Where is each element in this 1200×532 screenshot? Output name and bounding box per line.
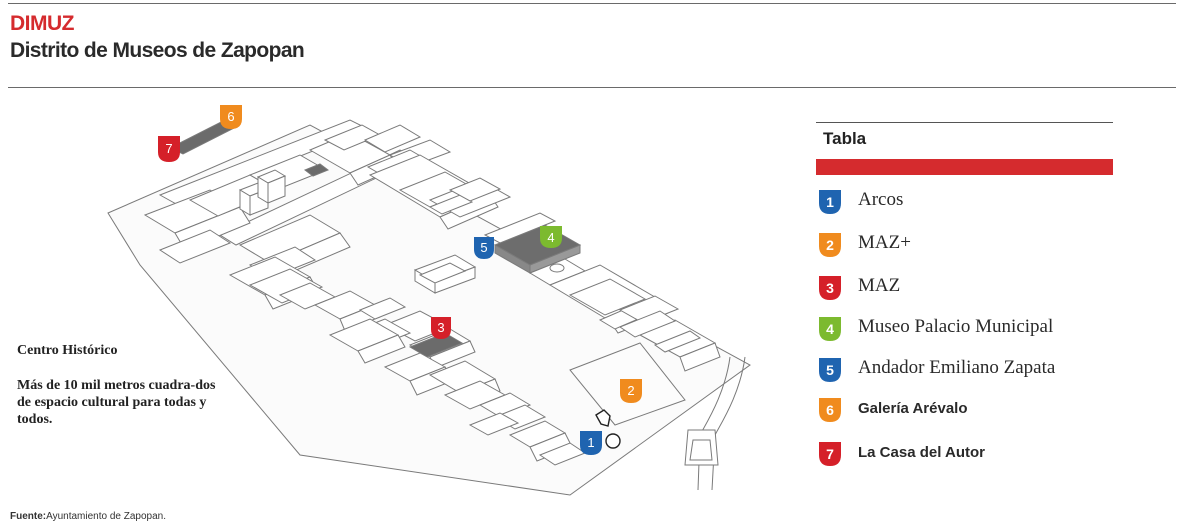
legend-top-rule (816, 122, 1113, 123)
svg-text:6: 6 (826, 402, 834, 418)
source-label: Fuente: (10, 511, 47, 522)
legend-panel: Tabla (816, 122, 1113, 175)
legend-label: La Casa del Autor (858, 444, 985, 461)
svg-text:3: 3 (437, 320, 444, 335)
district-label: Centro Histórico (17, 343, 118, 358)
svg-text:7: 7 (165, 141, 172, 156)
map-marker-5: 5 (474, 237, 494, 259)
header-divider (8, 87, 1176, 88)
legend-item-casa-autor: 7 La Casa del Autor (816, 438, 1136, 466)
svg-text:1: 1 (826, 194, 834, 210)
legend-marker-5: 5 (819, 358, 841, 382)
legend-item-galeria: 6 Galería Arévalo (816, 394, 1136, 422)
map-marker-6: 6 (220, 105, 242, 129)
map-marker-1: 1 (580, 431, 602, 455)
svg-text:6: 6 (227, 109, 234, 124)
legend-marker-4: 4 (819, 317, 841, 341)
page-title: Distrito de Museos de Zapopan (10, 39, 305, 62)
legend-label: MAZ (858, 275, 901, 296)
legend-marker-3: 3 (819, 276, 841, 300)
isometric-map-illustration: 7 6 5 4 3 2 1 (107, 105, 751, 496)
legend-marker-1: 1 (819, 190, 841, 214)
svg-text:4: 4 (826, 321, 834, 337)
svg-text:4: 4 (547, 230, 554, 245)
district-description: Más de 10 mil metros cuadra-dos de espac… (17, 378, 216, 427)
svg-text:5: 5 (826, 362, 834, 378)
map-marker-7: 7 (158, 136, 180, 162)
legend-label: Arcos (858, 189, 904, 210)
legend-item-museo-palacio: 4 Museo Palacio Municipal (816, 313, 1136, 341)
svg-text:1: 1 (587, 435, 594, 450)
legend-item-maz-plus: 2 MAZ+ (816, 229, 1136, 257)
legend-title: Tabla (823, 129, 867, 148)
legend-label: Galería Arévalo (858, 400, 968, 417)
legend-label: Museo Palacio Municipal (858, 316, 1054, 337)
map-marker-4: 4 (540, 226, 562, 248)
source-note: Fuente:Ayuntamiento de Zapopan. (10, 511, 166, 522)
legend-marker-6: 6 (819, 398, 841, 422)
legend-marker-2: 2 (819, 233, 841, 257)
legend-label: Andador Emiliano Zapata (858, 357, 1056, 378)
svg-text:5: 5 (480, 240, 487, 255)
legend-accent-bar (816, 159, 1113, 175)
legend-item-maz: 3 MAZ (816, 272, 1136, 300)
source-text: Ayuntamiento de Zapopan. (46, 511, 167, 522)
svg-text:2: 2 (627, 383, 634, 398)
map-marker-2: 2 (620, 379, 642, 403)
legend-item-arcos: 1 Arcos (816, 186, 1136, 214)
district-map: 7 6 5 4 3 2 1 (100, 95, 760, 505)
svg-text:7: 7 (826, 446, 834, 462)
top-rule (8, 3, 1176, 4)
brand-title: DIMUZ (10, 12, 75, 35)
legend-marker-7: 7 (819, 442, 841, 466)
legend-item-andador: 5 Andador Emiliano Zapata (816, 354, 1136, 382)
legend-label: MAZ+ (858, 232, 911, 253)
map-marker-3: 3 (431, 317, 451, 339)
svg-text:2: 2 (826, 237, 834, 253)
svg-text:3: 3 (826, 280, 834, 296)
